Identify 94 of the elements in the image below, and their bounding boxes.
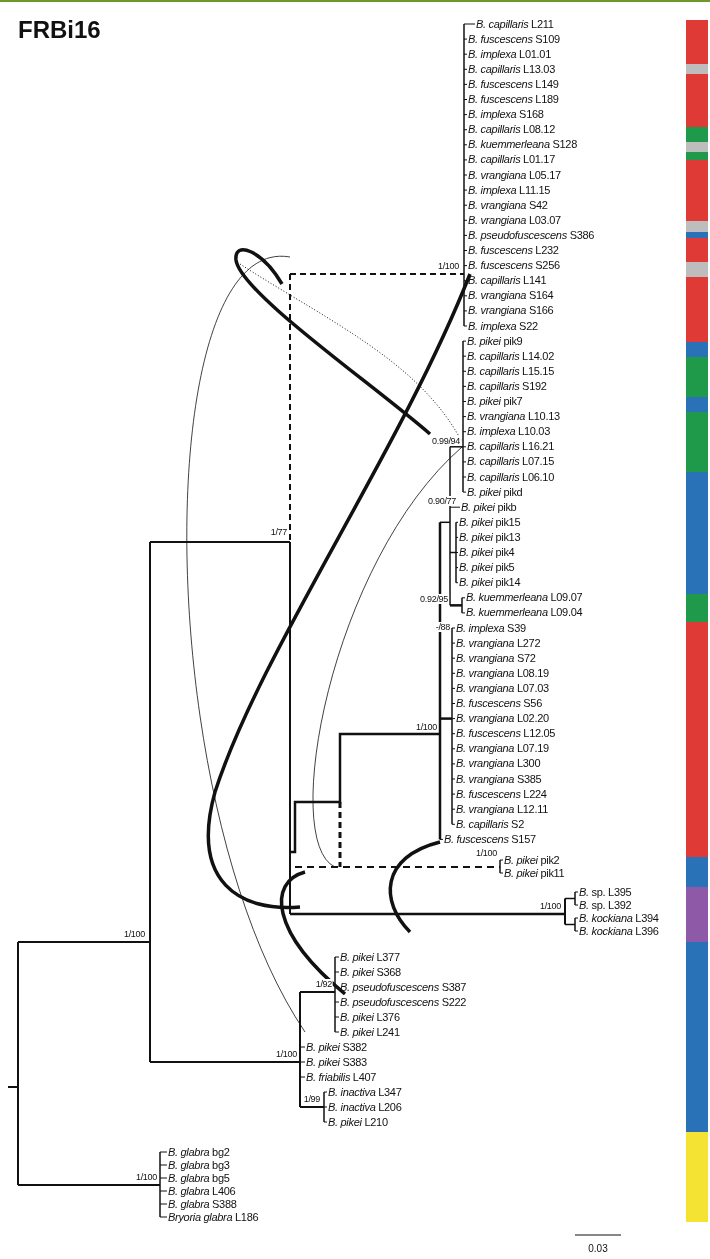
support-value: 1/100 xyxy=(414,722,438,732)
taxon-label: B. pikei L210 xyxy=(328,1115,388,1129)
taxon-label: B. implexa L01.01 xyxy=(468,47,551,61)
taxon-label: B. capillaris L16.21 xyxy=(467,440,554,454)
taxon-label: B. sp. L395 xyxy=(579,885,632,899)
taxon-label: B. pseudofuscescens S222 xyxy=(340,995,467,1009)
taxon-label: B. fuscescens L232 xyxy=(468,244,559,257)
taxon-label: B. implexa L11.15 xyxy=(468,183,551,197)
taxon-label: B. fuscescens S256 xyxy=(468,259,560,273)
support-value: 1/100 xyxy=(122,929,146,939)
taxon-label: B. capillaris L07.15 xyxy=(467,455,554,469)
taxon-label: B. implexa L10.03 xyxy=(467,425,550,439)
taxon-label: B. pikei pik13 xyxy=(459,530,521,544)
taxon-label: Bryoria glabra L186 xyxy=(168,1210,259,1224)
taxon-label: B. vrangiana S72 xyxy=(456,651,536,665)
scale-bar-label: 0.03 xyxy=(588,1243,608,1255)
taxon-label: B. pikei S382 xyxy=(306,1040,367,1054)
support-value: -/88 xyxy=(434,622,451,632)
taxon-label: B. friabilis L407 xyxy=(306,1070,377,1084)
taxon-label: B. capillaris L08.12 xyxy=(468,123,555,137)
taxon-label: B. vrangiana L05.17 xyxy=(468,168,561,182)
taxon-label: B. pikei S368 xyxy=(340,965,401,979)
taxon-label: B. pikei pik7 xyxy=(467,395,523,408)
taxon-label: B. glabra bg5 xyxy=(168,1171,230,1185)
taxon-label: B. vrangiana S385 xyxy=(456,772,542,786)
taxon-label: B. fuscescens S157 xyxy=(444,832,536,846)
taxon-label: B. kockiana L396 xyxy=(579,924,659,938)
taxon-label: B. capillaris L15.15 xyxy=(467,364,554,378)
taxon-label: B. fuscescens L189 xyxy=(468,93,559,106)
taxon-label: B. vrangiana L02.20 xyxy=(456,712,549,726)
taxon-label: B. vrangiana L272 xyxy=(456,636,541,650)
taxon-label: B. capillaris S192 xyxy=(467,379,547,393)
taxon-label: B. pikei pik5 xyxy=(459,561,515,575)
taxon-label: B. pikei pikb xyxy=(461,500,517,514)
taxon-label: B. pikei L241 xyxy=(340,1025,400,1039)
taxon-label: B. capillaris L14.02 xyxy=(467,349,554,363)
taxon-label: B. pikei pik14 xyxy=(459,576,521,590)
taxon-label: B. vrangiana L07.03 xyxy=(456,681,549,695)
taxon-label: B. kockiana L394 xyxy=(579,911,659,925)
taxon-label: B. fuscescens L12.05 xyxy=(456,727,556,741)
taxon-label: B. pikei L377 xyxy=(340,950,400,964)
taxon-label: B. pikei pik9 xyxy=(467,334,523,348)
taxon-label: B. sp. L392 xyxy=(579,898,632,912)
taxon-label: B. capillaris L06.10 xyxy=(467,470,554,484)
support-value: 1/77 xyxy=(269,527,288,537)
taxon-label: B. implexa S22 xyxy=(468,319,538,333)
taxon-label: B. glabra bg3 xyxy=(168,1158,230,1172)
taxon-label: B. pikei L376 xyxy=(340,1010,400,1024)
taxon-label: B. fuscescens S109 xyxy=(468,32,560,46)
taxon-label: B. vrangiana S42 xyxy=(468,198,548,212)
taxon-label: B. vrangiana L03.07 xyxy=(468,213,561,227)
taxon-label: B. capillaris L141 xyxy=(468,274,547,288)
taxon-label: B. implexa S168 xyxy=(468,108,544,122)
taxon-label: B. vrangiana L300 xyxy=(456,757,541,771)
taxon-label: B. pikei pik4 xyxy=(459,546,515,559)
support-value: 0.92/95 xyxy=(419,594,449,605)
taxon-label: B. vrangiana L10.13 xyxy=(467,410,560,424)
taxon-label: B. vrangiana L08.19 xyxy=(456,666,549,680)
support-value: 1/100 xyxy=(538,901,562,911)
taxon-label: B. pseudofuscescens S386 xyxy=(468,228,595,242)
taxon-label: B. pikei pik11 xyxy=(504,866,565,880)
support-value: 0.99/94 xyxy=(431,435,461,446)
taxon-label: B. inactiva L347 xyxy=(328,1085,402,1099)
taxon-label: B. vrangiana L07.19 xyxy=(456,742,549,756)
support-value: 1/100 xyxy=(274,1049,298,1059)
taxon-label: B. capillaris L211 xyxy=(476,17,554,31)
taxon-label: B. capillaris L01.17 xyxy=(468,153,555,167)
taxon-label: B. pikei pik15 xyxy=(459,515,521,529)
support-value: 1/99 xyxy=(302,1094,321,1104)
taxon-label: B. inactiva L206 xyxy=(328,1100,402,1114)
taxon-label: B. vrangiana S166 xyxy=(468,304,554,318)
taxon-label: B. kuemmerleana S128 xyxy=(468,138,577,152)
taxon-label: B. glabra S388 xyxy=(168,1197,237,1211)
taxon-label: B. kuemmerleana L09.07 xyxy=(466,591,583,605)
support-value: 1/100 xyxy=(134,1172,158,1182)
taxon-label: B. fuscescens L224 xyxy=(456,787,547,801)
taxon-label: B. fuscescens S56 xyxy=(456,697,542,710)
support-value: 0.90/77 xyxy=(427,496,457,507)
support-value: 1/92 xyxy=(314,979,333,989)
taxon-label: B. glabra L406 xyxy=(168,1184,236,1198)
taxon-label: B. pikei pik2 xyxy=(504,853,560,867)
taxon-label: B. kuemmerleana L09.04 xyxy=(466,606,583,620)
taxon-label: B. capillaris S2 xyxy=(456,817,524,831)
support-value: 1/100 xyxy=(474,848,498,858)
taxon-label: B. fuscescens L149 xyxy=(468,77,559,91)
taxon-label: B. glabra bg2 xyxy=(168,1145,230,1159)
taxon-label: B. pikei pikd xyxy=(467,485,523,499)
taxon-label: B. vrangiana S164 xyxy=(468,289,554,303)
taxon-label: B. capillaris L13.03 xyxy=(468,62,555,76)
figure-title: FRBi16 xyxy=(18,16,101,44)
taxon-label: B. pikei S383 xyxy=(306,1055,367,1069)
support-value: 1/100 xyxy=(436,261,460,271)
taxon-label: B. implexa S39 xyxy=(456,621,526,635)
taxon-label: B. vrangiana L12.11 xyxy=(456,802,548,816)
